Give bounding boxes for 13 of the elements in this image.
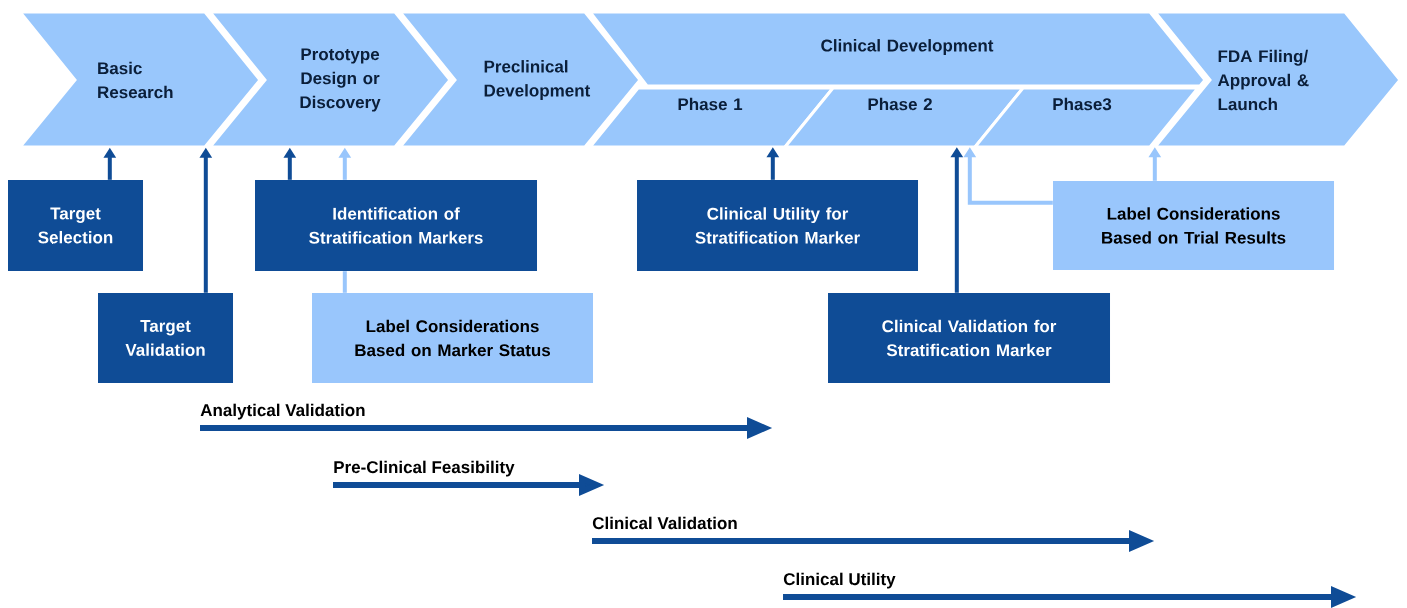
arrow-label: Analytical Validation <box>200 403 365 420</box>
arrow-label: Clinical Utility <box>783 572 896 589</box>
process-box: Target Selection <box>8 180 143 271</box>
process-box: Label Considerations Based on Marker Status <box>312 293 593 383</box>
stage-band: FDA Filing/ Approval & Launch <box>1151 10 1402 149</box>
process-box: Clinical Utility for Stratification Marker <box>637 180 918 271</box>
process-box: Target Validation <box>98 293 233 383</box>
arrow-label: Clinical Validation <box>592 516 737 530</box>
arrow-label: Pre-Clinical Feasibility <box>334 460 515 477</box>
node-label: FDA Filing/ Approval & Launch <box>1217 49 1309 111</box>
process-box: Clinical Validation for Stratification Marker <box>828 293 1110 383</box>
process-box: Identification of Stratification Markers <box>255 180 537 271</box>
process-box: Label Considerations Based on Trial Results <box>1053 181 1334 270</box>
